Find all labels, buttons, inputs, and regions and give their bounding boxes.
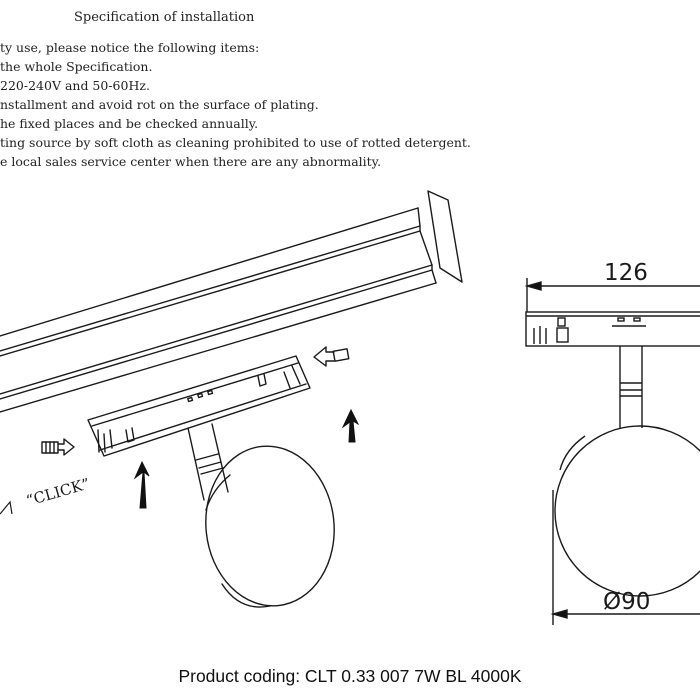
spec-line-6: ting source by soft cloth as cleaning pr…: [0, 135, 471, 150]
spec-line-5: he fixed places and be checked annually.: [0, 116, 259, 131]
click-indicator-icon: [0, 500, 13, 515]
perspective-lamp-head: [205, 445, 335, 608]
up-arrow-right: [341, 408, 360, 443]
track-rail: [0, 190, 463, 413]
spec-title: Specification of installation: [74, 10, 255, 25]
spec-line-7: e local sales service center when there …: [0, 154, 382, 169]
diameter-label: Ø90: [603, 589, 650, 615]
front-adapter: [525, 311, 700, 347]
push-arrow-right: [313, 346, 350, 367]
click-label: “CLICK”: [24, 475, 92, 510]
perspective-lamp-stem: [187, 423, 229, 501]
push-arrow-left: [41, 438, 75, 456]
spec-line-3: 220-240V and 50-60Hz.: [0, 78, 150, 93]
spec-line-2: the whole Specification.: [0, 59, 153, 74]
width-label: 126: [604, 260, 648, 286]
up-arrow-left: [133, 460, 150, 509]
spec-line-1: ty use, please notice the following item…: [0, 40, 260, 55]
track-connector-module: [87, 355, 311, 457]
product-coding: Product coding: CLT 0.33 007 7W BL 4000K: [178, 666, 522, 686]
front-lamp-head: [554, 425, 700, 597]
spec-line-4: nstallment and avoid rot on the surface …: [0, 97, 319, 112]
front-view: [524, 278, 700, 625]
